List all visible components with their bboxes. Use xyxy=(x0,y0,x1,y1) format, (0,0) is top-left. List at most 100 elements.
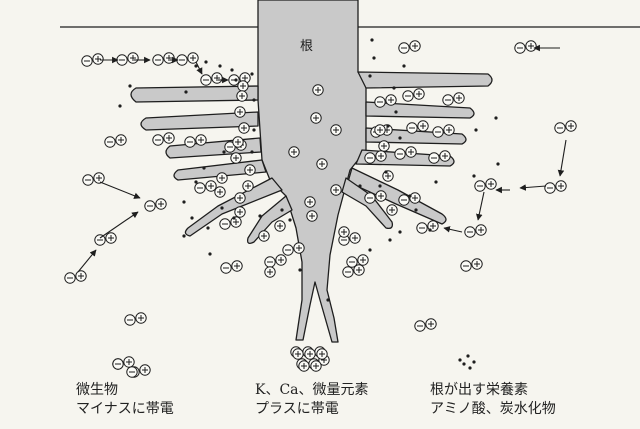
nutrient-dot xyxy=(372,56,376,60)
root-ion-plus xyxy=(330,124,342,136)
minus-circle-icon xyxy=(364,192,376,204)
nutrient-dot xyxy=(258,214,262,218)
microbes-group xyxy=(64,40,577,378)
minus-circle-icon xyxy=(514,42,526,54)
microbe-pair xyxy=(176,52,199,66)
microbe-pair xyxy=(414,318,437,332)
legend-nutrients-line1: 根が出す栄養素 xyxy=(430,382,528,398)
nutrient-dot xyxy=(458,358,462,362)
minus-circle-icon xyxy=(374,96,386,108)
plus-circle-icon xyxy=(135,312,147,324)
nutrient-dot xyxy=(190,216,194,220)
microbe-pair xyxy=(398,40,421,54)
movement-arrow xyxy=(195,61,203,75)
arrows-group xyxy=(77,44,567,273)
nutrient-dot xyxy=(206,226,210,230)
ion-plus xyxy=(216,172,228,184)
microbe-pair xyxy=(144,198,167,212)
nutrient-dot xyxy=(368,74,372,78)
microbe-pair xyxy=(460,258,483,272)
plus-circle-icon xyxy=(555,180,567,192)
minus-circle-icon xyxy=(342,266,354,278)
minus-circle-icon xyxy=(402,90,414,102)
microbe-pair xyxy=(219,216,242,230)
plus-circle-icon xyxy=(405,146,417,158)
minus-circle-icon xyxy=(116,54,128,66)
minus-circle-icon xyxy=(82,174,94,186)
ion-plus xyxy=(274,220,286,232)
plus-circle-icon xyxy=(413,88,425,100)
nutrient-dot xyxy=(250,150,254,154)
ion-plus xyxy=(238,122,250,134)
minus-circle-icon xyxy=(228,74,240,86)
microbe-pair xyxy=(124,312,147,326)
minus-circle-icon xyxy=(104,136,116,148)
nutrient-dot xyxy=(434,180,438,184)
nutrient-dot xyxy=(496,162,500,166)
nutrient-dot xyxy=(474,128,478,132)
nutrient-dot xyxy=(280,208,284,212)
plus-circle-icon xyxy=(453,92,465,104)
microbe-pair xyxy=(544,180,567,194)
root-ions-group xyxy=(288,84,342,222)
minus-circle-icon xyxy=(220,262,232,274)
movement-arrow xyxy=(476,191,485,221)
minus-circle-icon xyxy=(442,94,454,106)
plus-circle-icon xyxy=(409,40,421,52)
microbe-pair xyxy=(342,264,365,278)
plus-circle-icon xyxy=(385,94,397,106)
ion-plus xyxy=(230,152,242,164)
ion-plus xyxy=(232,136,244,148)
nutrient-dot xyxy=(408,194,412,198)
plus-circle-icon xyxy=(163,132,175,144)
ion-plus xyxy=(237,80,249,92)
minus-circle-icon xyxy=(364,152,376,164)
microbe-pair xyxy=(184,134,207,148)
nutrient-dot xyxy=(184,90,188,94)
minus-circle-icon xyxy=(432,126,444,138)
plus-circle-icon xyxy=(425,318,437,330)
plus-circle-icon xyxy=(471,258,483,270)
dot-cluster-icon xyxy=(458,354,476,370)
nutrient-dot xyxy=(128,84,132,88)
minus-circle-icon xyxy=(394,148,406,160)
minus-circle-icon xyxy=(416,222,428,234)
nutrient-dots-group xyxy=(118,38,500,302)
plus-circle-icon xyxy=(417,120,429,132)
nutrient-dot xyxy=(118,104,122,108)
nutrient-dot xyxy=(252,128,256,132)
minus-circle-icon xyxy=(464,226,476,238)
nutrient-dot xyxy=(468,366,472,370)
minus-circle-icon xyxy=(184,136,196,148)
plus-circle-icon xyxy=(292,348,328,372)
ion-plus xyxy=(264,266,276,278)
plus-circle-icon xyxy=(375,150,387,162)
plus-circle-icon xyxy=(139,364,151,376)
legend-minus-circle xyxy=(126,366,138,378)
plus-circle-icon xyxy=(155,198,167,210)
microbe-pair xyxy=(464,224,487,238)
plus-circle-icon xyxy=(409,192,421,204)
root-ion-plus xyxy=(288,146,300,158)
legend-ions: K、Ca、微量元素 プラスに帯電 xyxy=(255,381,369,419)
microbe-pair xyxy=(82,172,105,186)
legend-plus-circle xyxy=(316,348,328,360)
root-ion-plus xyxy=(316,158,328,170)
microbe-pair xyxy=(474,178,497,192)
nutrient-dot xyxy=(208,252,212,256)
nutrient-dot xyxy=(182,234,186,238)
microbe-pair xyxy=(428,150,451,164)
ion-plus xyxy=(386,204,398,216)
ion-plus xyxy=(378,140,390,152)
minus-circle-icon xyxy=(152,54,164,66)
nutrient-dot xyxy=(368,248,372,252)
minus-circle-icon xyxy=(200,74,212,86)
root-ion-plus xyxy=(312,84,324,96)
nutrient-dot xyxy=(494,116,498,120)
nutrient-dot xyxy=(202,166,206,170)
movement-arrow xyxy=(99,181,141,199)
minus-circle-icon xyxy=(406,122,418,134)
microbe-pair xyxy=(200,72,223,86)
